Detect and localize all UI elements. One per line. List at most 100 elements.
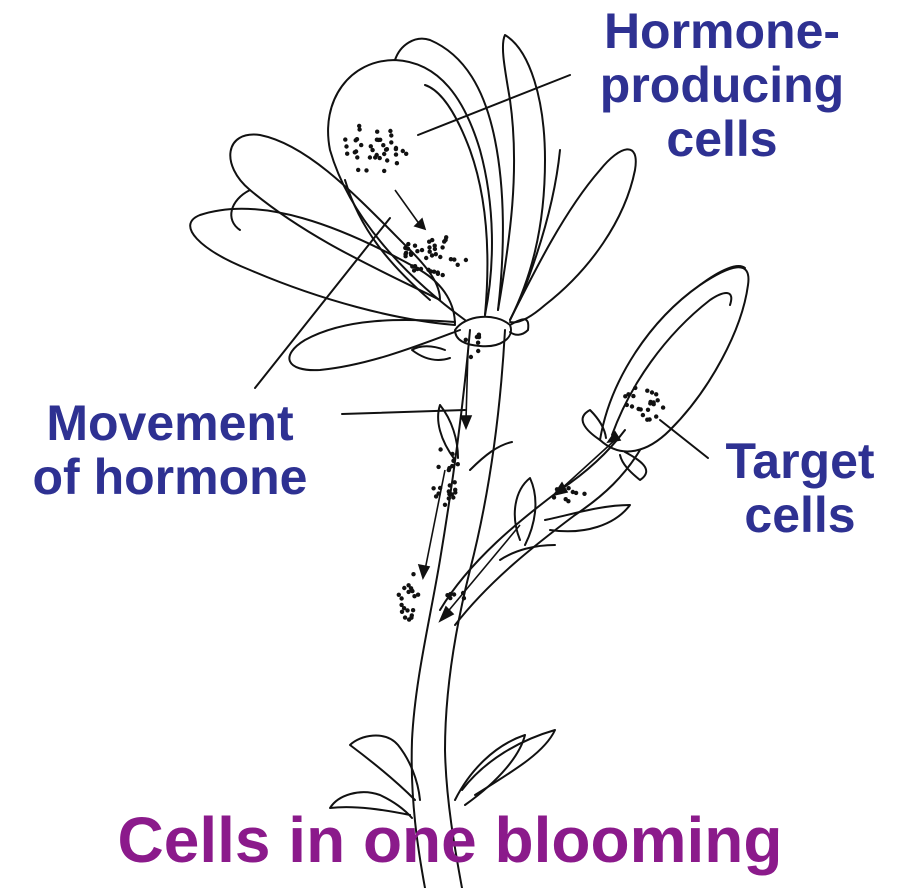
petal-right: [510, 149, 636, 322]
hormone-dot: [401, 149, 405, 153]
hormone-dot: [359, 143, 363, 147]
hormone-dot: [411, 608, 415, 612]
arrow-petal: [395, 190, 420, 225]
petal-bottom-left: [289, 320, 460, 370]
petal-left-fold: [231, 190, 250, 230]
hormone-dot: [431, 486, 435, 490]
label-movement-of-hormone: Movement of hormone: [0, 396, 340, 504]
hormone-dot: [476, 349, 480, 353]
hormone-dot: [413, 244, 417, 248]
hormone-dot: [406, 242, 410, 246]
hormone-dot: [433, 247, 437, 251]
hormone-dot: [633, 386, 637, 390]
hormone-dot: [453, 488, 457, 492]
hormone-dot: [443, 503, 447, 507]
arrow-branch-upper: [560, 440, 615, 490]
hormone-dot: [411, 572, 415, 576]
hormone-dot: [436, 465, 440, 469]
hormone-dot: [462, 596, 466, 600]
hormone-dot: [389, 140, 393, 144]
hormone-dot: [373, 155, 377, 159]
hormone-dot: [355, 155, 359, 159]
hormone-dot: [415, 249, 419, 253]
hormone-dot: [641, 413, 645, 417]
hormone-dot: [406, 590, 410, 594]
hormone-dot: [636, 407, 640, 411]
stem-leaf-3: [412, 346, 450, 360]
arrow-stem-mid: [425, 470, 445, 570]
hormone-dot: [436, 272, 440, 276]
base-leaf-left: [350, 736, 420, 800]
hormone-dot: [410, 264, 414, 268]
petal-right-tall: [498, 35, 545, 320]
label-movement-line-1: Movement: [0, 396, 340, 450]
hormone-dot: [451, 495, 455, 499]
label-movement-line-2: of hormone: [0, 450, 340, 504]
hormone-dot: [385, 147, 389, 151]
hormone-dot: [369, 144, 373, 148]
hormone-dot: [450, 464, 454, 468]
hormone-dot: [381, 143, 385, 147]
hormone-dot: [427, 245, 431, 249]
hormone-dot: [397, 593, 401, 597]
hormone-dot: [447, 489, 451, 493]
hormone-dot: [566, 486, 570, 490]
hormone-dot: [382, 169, 386, 173]
caption-line-1: Cells in one blooming: [0, 808, 900, 872]
leader-movement-upper: [255, 218, 390, 388]
hormone-dot: [409, 251, 413, 255]
hormone-dot: [582, 492, 586, 496]
hormone-dot: [626, 392, 630, 396]
hormone-dot: [395, 161, 399, 165]
label-target-cells: Target cells: [700, 434, 900, 542]
hormone-dot: [438, 486, 442, 490]
hormone-dot: [410, 589, 414, 593]
hormone-dot: [416, 593, 420, 597]
hormone-dot: [438, 255, 442, 259]
hormone-dot: [344, 144, 348, 148]
hormone-dot: [355, 137, 359, 141]
arrow-branch-lower: [445, 525, 520, 615]
arrow-stem-mid-head: [419, 565, 429, 578]
hormone-dot: [450, 452, 454, 456]
label-target-line-1: Target: [700, 434, 900, 488]
hormone-dot: [388, 129, 392, 133]
hormone-dot: [456, 462, 460, 466]
hormone-dot: [426, 268, 430, 272]
hormone-dot: [370, 148, 374, 152]
hormone-dot: [456, 263, 460, 267]
label-hormone-line-3: cells: [572, 112, 872, 166]
hormone-dot: [476, 341, 480, 345]
flower-bud-petal: [700, 266, 745, 285]
hormone-dot: [552, 495, 556, 499]
leader-hormone-producing: [418, 75, 570, 135]
hormone-dot: [449, 257, 453, 261]
hormone-dot: [464, 338, 468, 342]
hormone-dot: [661, 405, 665, 409]
label-hormone-line-1: Hormone-: [572, 4, 872, 58]
hormone-dot: [477, 333, 481, 337]
base-leaf-right-2: [462, 730, 555, 795]
hormone-dot: [389, 133, 393, 137]
hormone-dot: [646, 408, 650, 412]
hormone-dot: [469, 355, 473, 359]
bud-sepal-right: [620, 452, 646, 480]
hormone-dot: [420, 248, 424, 252]
branch-stem-edge: [455, 450, 640, 625]
hormone-dot: [376, 138, 380, 142]
stem-leaf-1: [438, 405, 458, 460]
hormone-dot: [651, 400, 655, 404]
hormone-dot: [630, 404, 634, 408]
hormone-dot: [654, 414, 658, 418]
hormone-dot: [404, 152, 408, 156]
hormone-dot: [650, 390, 654, 394]
hormone-dot: [394, 152, 398, 156]
hormone-dot: [368, 155, 372, 159]
hormone-dot: [343, 137, 347, 141]
receptacle: [455, 317, 511, 346]
arrow-stem-upper-head: [461, 416, 471, 428]
hormone-dot: [440, 245, 444, 249]
hormone-dot: [631, 394, 635, 398]
hormone-dot: [453, 480, 457, 484]
